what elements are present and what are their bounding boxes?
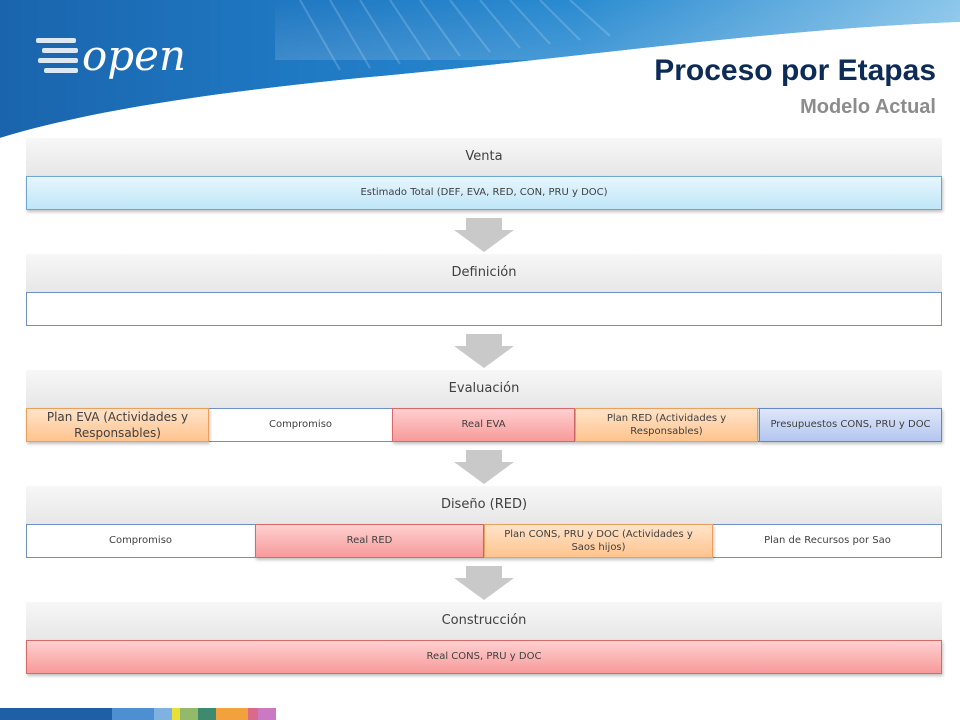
- stage-evaluacion-items: Plan EVA (Actividades y Responsables) Co…: [26, 408, 942, 442]
- open-logo: open: [36, 31, 186, 80]
- stage-label: Definición: [451, 265, 517, 280]
- stage-diseno-items: Compromiso Real RED Plan CONS, PRU y DOC…: [26, 524, 942, 558]
- item-compromiso: Compromiso: [108, 535, 173, 547]
- header-background: [0, 0, 960, 150]
- item-real-red: Real RED: [255, 524, 484, 558]
- item-estimado-total: Estimado Total (DEF, EVA, RED, CON, PRU …: [26, 176, 942, 210]
- footer-color-strip: [0, 708, 280, 720]
- stage-construccion: Construcción: [26, 602, 942, 642]
- down-arrow-icon: [454, 334, 514, 368]
- item-presupuestos: Presupuestos CONS, PRU y DOC: [759, 408, 942, 442]
- item-plan-cons: Plan CONS, PRU y DOC (Actividades y Saos…: [484, 524, 713, 558]
- stage-venta-items: Estimado Total (DEF, EVA, RED, CON, PRU …: [26, 176, 942, 210]
- down-arrow-icon: [454, 218, 514, 252]
- stage-definicion: Definición: [26, 254, 942, 294]
- item-plan-red: Plan RED (Actividades y Responsables): [575, 408, 758, 442]
- item-plan-eva: Plan EVA (Actividades y Responsables): [26, 408, 209, 442]
- stage-label: Venta: [465, 149, 503, 164]
- stage-construccion-items: Real CONS, PRU y DOC: [26, 640, 942, 674]
- stage-label: Construcción: [441, 613, 527, 628]
- stage-diseno: Diseño (RED): [26, 486, 942, 526]
- item-real-cons: Real CONS, PRU y DOC: [26, 640, 942, 674]
- stage-definicion-items: [26, 292, 942, 326]
- stage-label: Evaluación: [448, 381, 520, 396]
- stage-evaluacion: Evaluación: [26, 370, 942, 410]
- stage-label: Diseño (RED): [440, 497, 528, 512]
- stage-venta: Venta: [26, 138, 942, 178]
- item-definicion-empty: [26, 292, 942, 326]
- page-title: Proceso por Etapas: [654, 54, 936, 87]
- item-compromiso: Compromiso: [268, 419, 333, 431]
- down-arrow-icon: [454, 566, 514, 600]
- page-subtitle: Modelo Actual: [800, 96, 936, 118]
- svg-text:open: open: [82, 31, 186, 80]
- item-real-eva: Real EVA: [392, 408, 575, 442]
- item-plan-recursos: Plan de Recursos por Sao: [764, 535, 891, 547]
- down-arrow-icon: [454, 450, 514, 484]
